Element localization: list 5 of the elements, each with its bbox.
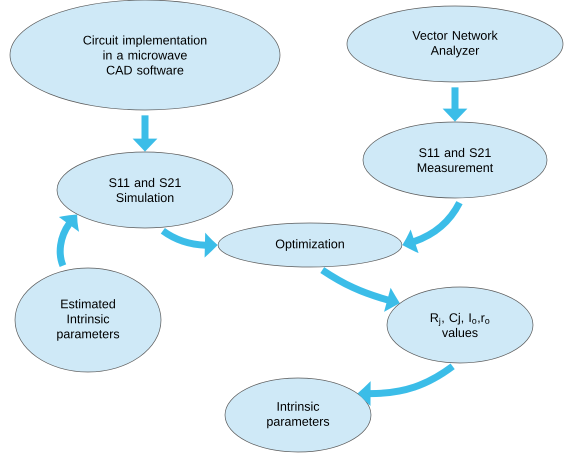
arrow: [56, 214, 78, 267]
arrow: [358, 363, 455, 404]
arrow: [320, 267, 400, 310]
arrow: [402, 201, 463, 252]
arrow: [160, 228, 217, 256]
